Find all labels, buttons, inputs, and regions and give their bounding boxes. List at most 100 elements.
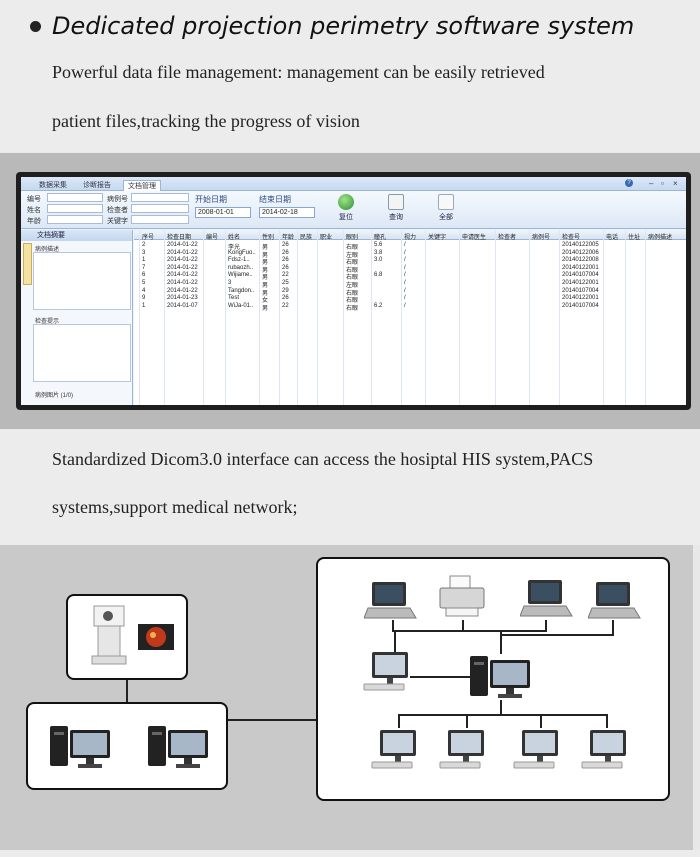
table-cell: rubaozh.. [228,264,254,271]
table-cell: 20140122006 [562,249,599,256]
column-header[interactable]: 职业 [320,235,333,241]
table-cell: / [404,264,406,271]
table-cell: 20140122001 [562,264,599,271]
column-header[interactable]: 年龄 [282,235,295,241]
tab-diagnosis-report[interactable]: 诊断报告 [83,182,111,189]
column-divider [343,230,344,405]
column-header[interactable]: 申请医生 [462,235,487,241]
column-header[interactable]: 视力 [404,235,417,241]
column-header[interactable]: 电话 [606,235,619,241]
printer-icon [439,575,485,617]
table-cell: 22 [282,272,289,279]
table-cell: 7 [142,264,146,271]
table-cell: 26 [282,242,289,248]
column-header[interactable]: 民族 [300,235,313,241]
restore-icon[interactable]: ▫ [661,179,664,188]
table-cell: 男 [262,283,269,289]
column-header[interactable]: 病例描述 [648,235,673,241]
input-name[interactable] [47,204,103,213]
minimize-icon[interactable]: – [649,179,654,188]
section2-line1: Standardized Dicom3.0 interface can acce… [52,449,594,469]
input-case-no[interactable] [131,193,189,202]
table-cell: 男 [262,290,269,297]
laptop-icon [520,580,573,617]
table-cell: 右眼 [346,245,359,251]
all-icon [438,194,454,210]
hint-textbox[interactable] [33,324,131,382]
all-button[interactable]: 全部 [431,194,461,222]
table-cell: / [404,295,406,302]
table-cell: 2014-01-22 [167,264,198,271]
column-header[interactable]: 病例号 [532,235,551,241]
column-header[interactable]: 检查日期 [167,235,192,241]
workstation-icon [148,726,208,768]
end-date-label: 结束日期 [259,195,291,204]
input-id[interactable] [47,193,103,202]
table-cell: / [404,287,406,294]
device-connector [126,680,128,702]
history-textbox[interactable] [33,252,131,310]
column-header[interactable]: 住址 [628,235,641,241]
table-cell: 2014-01-22 [167,272,198,279]
input-age[interactable] [47,215,103,224]
table-cell: 男 [262,252,269,259]
help-icon[interactable]: ? [625,179,633,187]
input-examiner[interactable] [131,204,189,213]
close-icon[interactable]: × [673,179,678,188]
table-cell: 5.6 [374,242,383,248]
query-button[interactable]: 查询 [381,194,411,222]
end-date-picker[interactable]: 2014-02-18 [259,207,315,218]
tab-data-collection[interactable]: 数据采集 [39,182,67,189]
network-line [500,630,547,632]
column-divider [139,230,140,405]
column-header[interactable]: 检查者 [498,235,517,241]
query-icon [388,194,404,210]
table-cell: 22 [282,302,289,309]
label-keyword: 关键字 [107,218,128,225]
table-cell: 右眼 [346,267,359,274]
column-header[interactable]: 瞳孔 [374,235,387,241]
reset-button[interactable]: 复位 [331,194,361,222]
table-cell: / [404,302,406,309]
column-header[interactable]: 姓名 [228,235,241,241]
device-box [66,594,188,680]
column-header[interactable]: 眼别 [346,235,359,241]
start-date-label: 开始日期 [195,195,227,204]
table-cell: / [404,280,406,286]
table-cell: 3.0 [374,257,383,264]
column-header[interactable]: 编号 [206,235,219,241]
tab-document-management[interactable]: 文档管理 [123,180,161,191]
input-keyword[interactable] [131,215,189,224]
start-date-picker[interactable]: 2008-01-01 [195,207,251,218]
table-cell: 6.2 [374,302,383,309]
table-cell: WiJa-01.. [228,302,254,309]
label-examiner: 检查者 [107,207,128,214]
table-cell: 男 [262,275,269,282]
desktop-icon [371,730,416,769]
vertical-tab-diagnosis[interactable] [23,243,32,285]
patient-table: 序号 检查日期 编号 姓名 性别 年龄民族 职业 眼别 瞳孔 视力 关键字 申请医生 检查者 病例号 检查号… [134,230,686,405]
column-header[interactable]: 检查号 [562,235,581,241]
table-cell: 3 [142,249,146,256]
network-line [462,620,464,630]
table-cell: 25 [282,280,289,286]
section2-line2: systems,support medical network; [52,497,298,517]
column-header[interactable]: 性别 [262,235,275,241]
table-cell: 20140107004 [562,272,599,279]
top-section: Dedicated projection perimetry software … [0,0,700,152]
column-header[interactable]: 序号 [142,235,155,241]
table-cell: 男 [262,260,269,267]
column-header[interactable]: 关键字 [428,235,447,241]
table-cell: 3.8 [374,249,383,256]
network-line [466,714,468,728]
column-divider [164,230,165,405]
